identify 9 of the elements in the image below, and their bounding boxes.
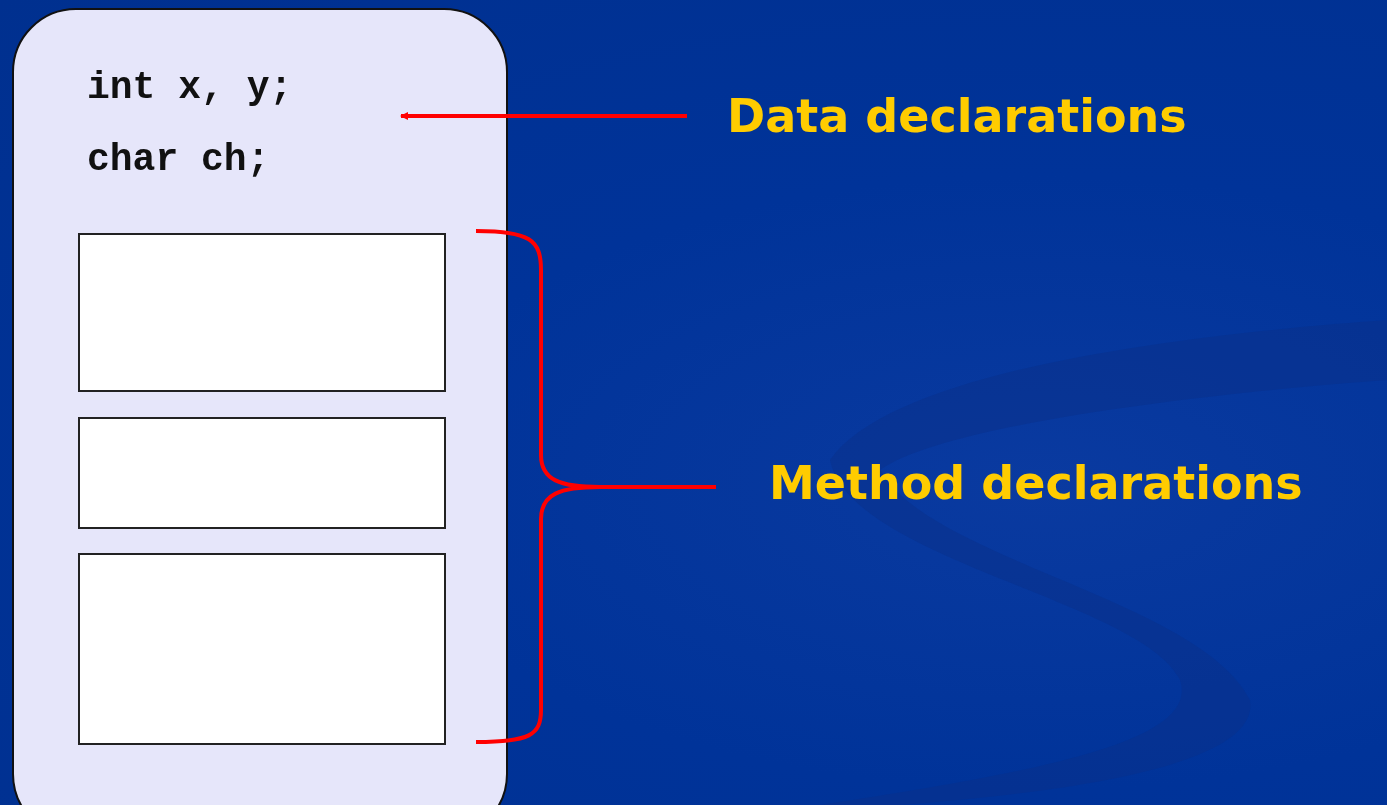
class-box — [12, 8, 508, 805]
method-box — [78, 553, 446, 745]
code-line: char ch; — [87, 137, 270, 183]
arrow — [400, 112, 687, 120]
method-box — [78, 417, 446, 529]
annotation-text: Method declarations — [769, 455, 1303, 511]
method-box — [78, 233, 446, 392]
annotation-text: Data declarations — [727, 88, 1187, 144]
code-line: int x, y; — [87, 65, 293, 111]
